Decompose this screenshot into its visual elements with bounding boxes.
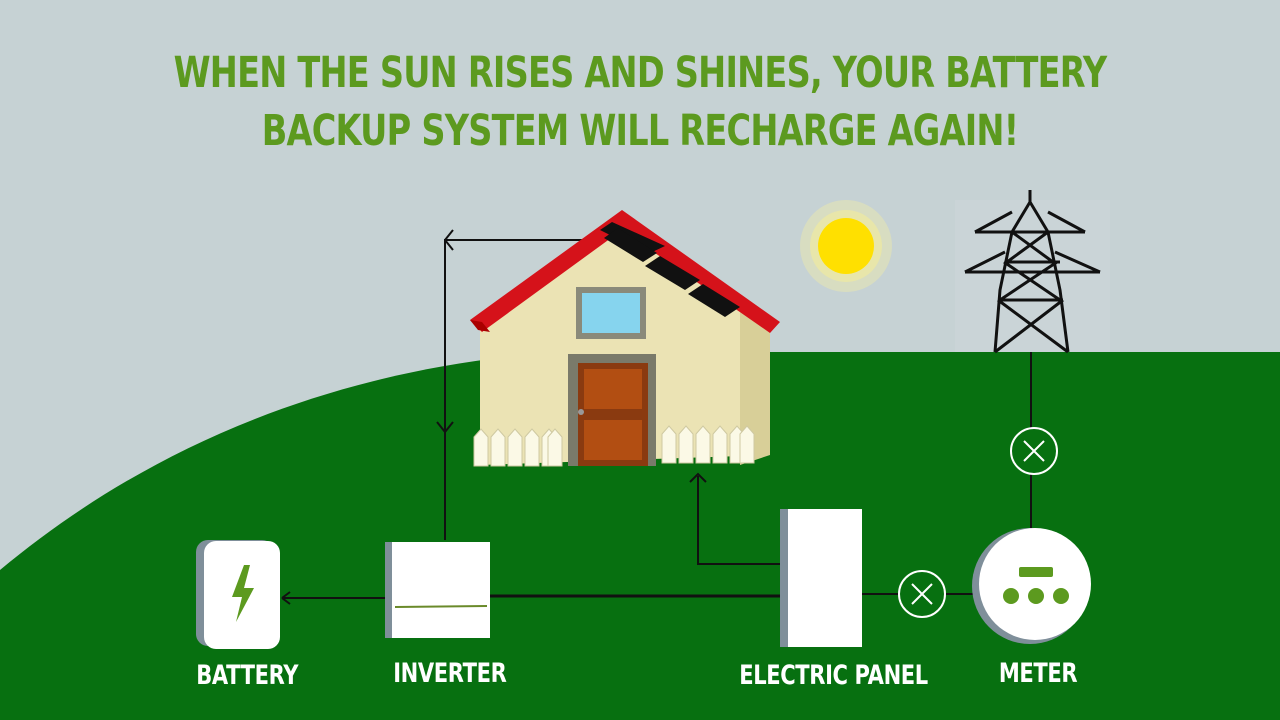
electric-panel-icon	[780, 509, 862, 647]
meter-label: METER	[998, 658, 1078, 689]
headline-line-1: WHEN THE SUN RISES AND SHINES, YOUR BATT…	[173, 48, 1108, 98]
x-circle-icon	[1010, 427, 1058, 475]
ground-hill	[0, 352, 1280, 720]
battery-label: BATTERY	[196, 660, 299, 691]
electric-panel-label: ELECTRIC PANEL	[739, 660, 928, 691]
inverter-icon	[385, 542, 490, 638]
x-circle-icon	[898, 570, 946, 618]
house-icon	[470, 210, 780, 467]
meter-dots-icon	[972, 528, 1091, 644]
inverter-label: INVERTER	[393, 658, 507, 689]
battery-icon	[196, 540, 280, 649]
headline: WHEN THE SUN RISES AND SHINES, YOUR BATT…	[141, 44, 1139, 160]
power-tower-icon	[955, 190, 1110, 354]
sun-icon	[800, 200, 892, 292]
headline-line-2: BACKUP SYSTEM WILL RECHARGE AGAIN!	[261, 106, 1019, 156]
lightning-bolt-icon	[232, 565, 254, 622]
